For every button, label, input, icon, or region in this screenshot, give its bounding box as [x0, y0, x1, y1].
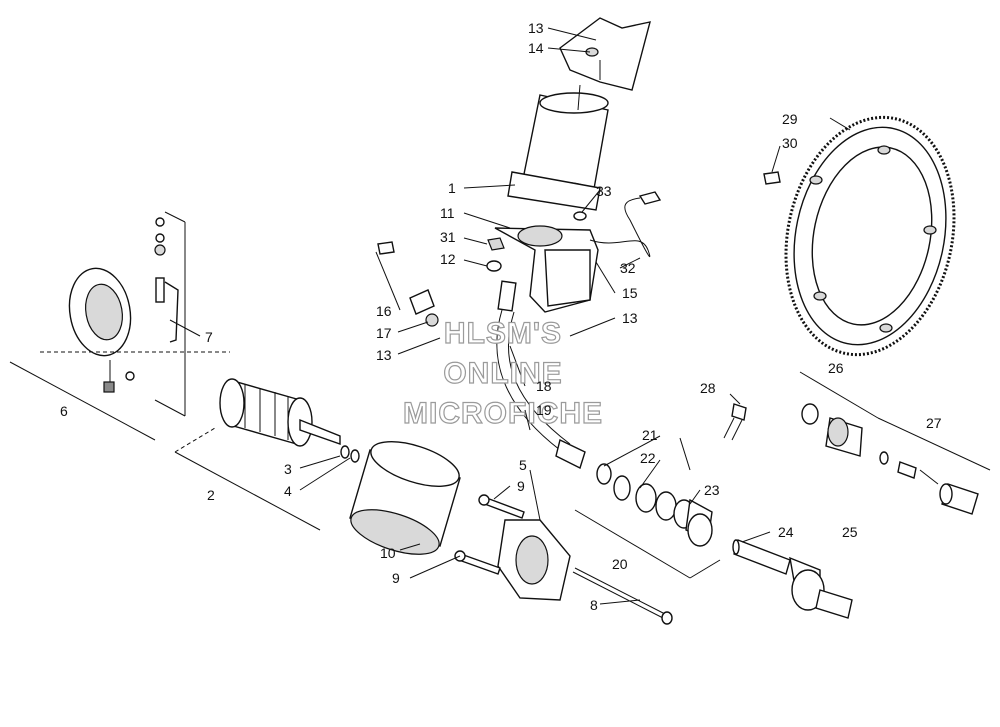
mounting-screw — [723, 403, 747, 441]
end-cover-assembly — [68, 217, 179, 393]
callout-18: 18 — [536, 378, 552, 394]
callout-17: 17 — [376, 325, 392, 341]
ring-gear — [763, 115, 956, 357]
callout-labels: 13 14 1 11 31 12 33 32 15 13 16 17 13 18… — [60, 20, 942, 613]
callout-26: 26 — [828, 360, 844, 376]
fasteners-16-17 — [377, 241, 439, 327]
callout-33: 33 — [596, 183, 612, 199]
nuts-washers — [486, 211, 587, 272]
callout-23: 23 — [704, 482, 720, 498]
solenoid — [507, 84, 609, 211]
callout-21: 21 — [642, 427, 658, 443]
starter-cable — [496, 280, 586, 469]
callout-11: 11 — [440, 205, 455, 221]
callout-29: 29 — [782, 111, 798, 127]
callout-13-left: 13 — [376, 347, 392, 363]
callout-15: 15 — [622, 285, 638, 301]
callout-13-right: 13 — [622, 310, 638, 326]
watermark-line-3: MICROFICHE — [403, 397, 603, 430]
callout-12: 12 — [440, 251, 456, 267]
callout-16: 16 — [376, 303, 392, 319]
callout-2: 2 — [207, 487, 215, 503]
callout-20: 20 — [612, 556, 628, 572]
drive-shaft — [732, 539, 853, 619]
callout-3: 3 — [284, 461, 292, 477]
through-bolt — [572, 567, 673, 625]
gear-housing-parts — [596, 463, 713, 547]
callout-1: 1 — [448, 180, 456, 196]
watermark: HLSM'S ONLINE MICROFICHE — [402, 316, 603, 430]
mounting-bracket — [559, 17, 651, 91]
callout-28: 28 — [700, 380, 716, 396]
group-lines — [9, 211, 991, 579]
callout-25: 25 — [842, 524, 858, 540]
callout-7: 7 — [205, 329, 213, 345]
motor-housing — [349, 441, 461, 555]
callout-31: 31 — [440, 229, 456, 245]
callout-9-lower: 9 — [392, 570, 400, 586]
callout-19: 19 — [536, 402, 552, 418]
callout-24: 24 — [778, 524, 794, 540]
armature — [219, 378, 360, 463]
front-cover — [454, 494, 571, 601]
ground-wire — [589, 191, 662, 258]
callout-27: 27 — [926, 415, 942, 431]
callout-10: 10 — [380, 545, 396, 561]
callout-6: 6 — [60, 403, 68, 419]
callout-30: 30 — [782, 135, 798, 151]
watermark-line-2: ONLINE — [443, 357, 562, 390]
leader-lines — [169, 27, 851, 605]
callout-9-upper: 9 — [517, 478, 525, 494]
callout-22: 22 — [640, 450, 656, 466]
watermark-line-1: HLSM'S — [444, 317, 562, 350]
callout-4: 4 — [284, 483, 292, 499]
mounting-plate — [494, 225, 599, 313]
callout-5: 5 — [519, 457, 527, 473]
callout-32: 32 — [620, 260, 636, 276]
pinion-assembly — [801, 403, 979, 515]
callout-8: 8 — [590, 597, 598, 613]
callout-13-top: 13 — [528, 20, 544, 36]
callout-14: 14 — [528, 40, 544, 56]
